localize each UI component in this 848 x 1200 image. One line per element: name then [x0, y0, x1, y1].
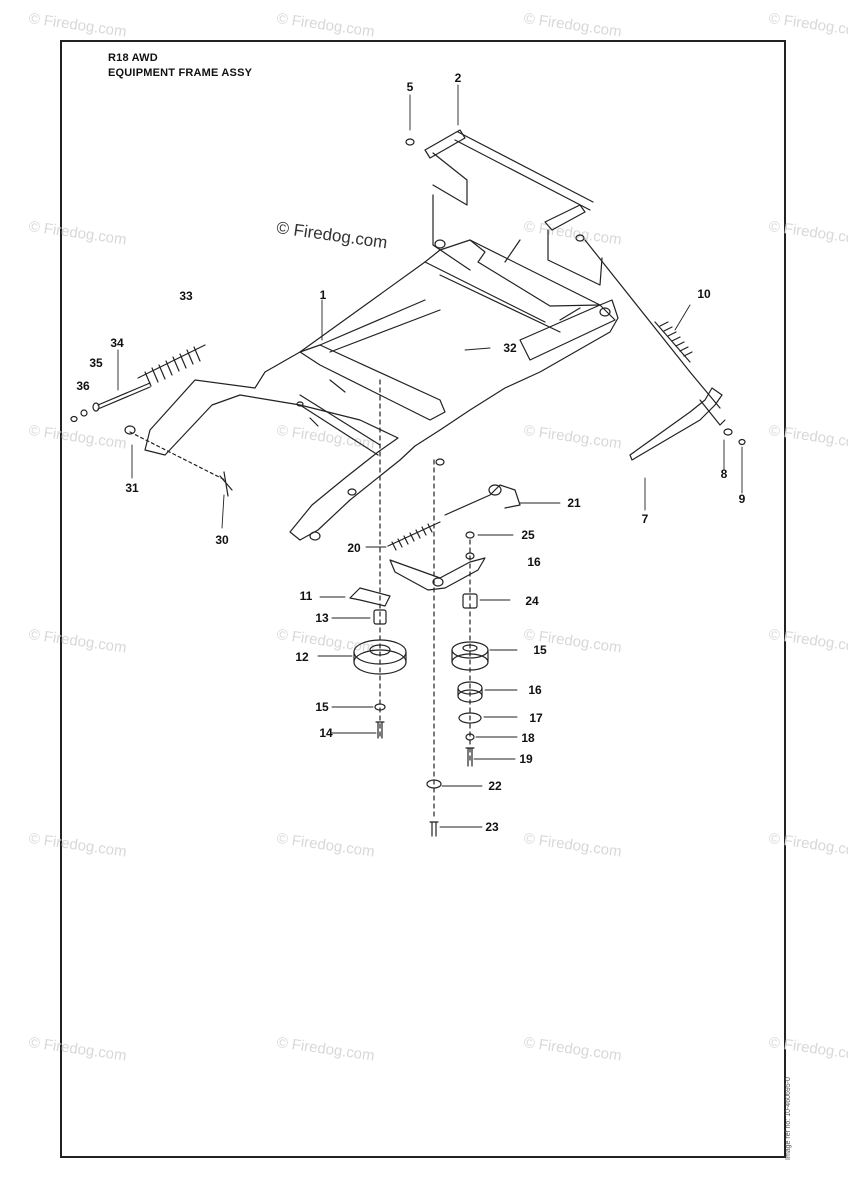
- callout-32: 32: [503, 341, 517, 355]
- nut-20: [465, 733, 475, 741]
- callout-26: 24: [525, 594, 539, 608]
- callout-5: 5: [406, 80, 414, 94]
- bolt-14: [375, 721, 385, 739]
- callout-20: 18: [521, 731, 535, 745]
- callout-25: 23: [485, 820, 499, 834]
- callout-8: 8: [720, 467, 728, 481]
- callout-34: 34: [110, 336, 124, 350]
- cable: [444, 484, 521, 516]
- callout-31: 31: [125, 481, 139, 495]
- main-frame: [144, 239, 619, 541]
- bushing-26: [462, 593, 478, 609]
- callout-7: 7: [641, 512, 649, 526]
- callout-14: 14: [319, 726, 333, 740]
- washer-24: [426, 779, 442, 789]
- callout-21: 19: [519, 752, 533, 766]
- callout-19: 17: [529, 711, 543, 725]
- drawing-frame: [60, 40, 786, 1158]
- callout-30: 30: [215, 533, 229, 547]
- idler-spring: [387, 521, 441, 551]
- callout-33: 33: [179, 289, 193, 303]
- callout-9: 9: [738, 492, 746, 506]
- nut-27: [465, 531, 475, 539]
- callout-23: 21: [567, 496, 581, 510]
- bearing-18: [457, 681, 483, 703]
- idler-arm: [389, 552, 486, 591]
- compression-spring: [70, 344, 206, 423]
- callout-10: 10: [697, 287, 711, 301]
- bolt-30: [124, 425, 233, 497]
- lever-arm: [629, 387, 746, 461]
- bolt-21: [465, 747, 475, 767]
- pulley-17: [451, 641, 489, 671]
- callout-12: 12: [295, 650, 309, 664]
- pulley-12: [353, 639, 407, 675]
- washer-15: [374, 703, 386, 711]
- callout-16: 16: [527, 555, 541, 569]
- callout-2: 2: [454, 71, 462, 85]
- washer-19: [458, 712, 482, 724]
- lift-shaft: [405, 129, 603, 286]
- bolt-25: [429, 821, 439, 837]
- model-title: R18 AWD: [108, 52, 158, 64]
- callout-1: 1: [319, 288, 327, 302]
- leader-lines: [117, 84, 743, 828]
- callout-22: 20: [347, 541, 361, 555]
- bracket: [349, 587, 391, 607]
- callout-11: 11: [299, 589, 313, 603]
- section-title: EQUIPMENT FRAME ASSY: [108, 67, 253, 79]
- bushing-13: [373, 609, 387, 625]
- tension-spring: [584, 239, 721, 409]
- callout-13: 13: [315, 611, 329, 625]
- callout-35: 35: [89, 356, 103, 370]
- callout-17: 15: [533, 643, 547, 657]
- callout-36: 36: [76, 379, 90, 393]
- callout-24: 22: [488, 779, 502, 793]
- callout-15: 15: [315, 700, 329, 714]
- callout-27: 25: [521, 528, 535, 542]
- callout-18: 16: [528, 683, 542, 697]
